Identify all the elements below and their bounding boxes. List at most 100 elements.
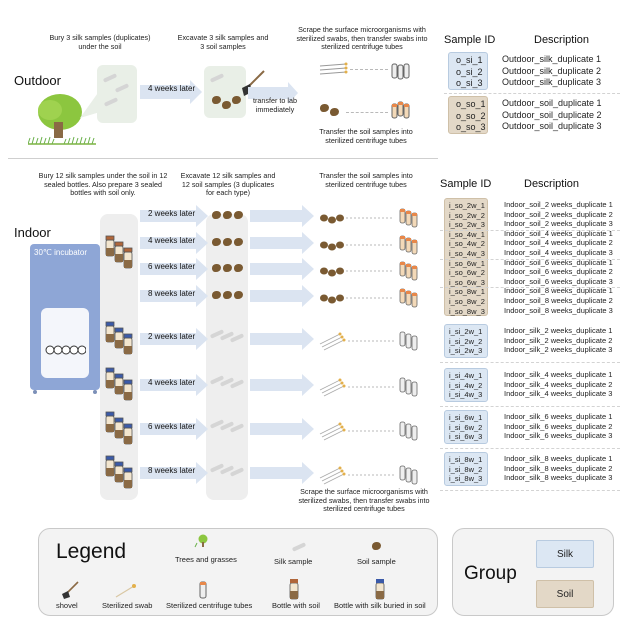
transfer-lab-label: transfer to lab immediately xyxy=(253,96,297,114)
legend-label-bottle-silk: Bottle with silk buried in soil xyxy=(334,601,426,610)
outdoor-step3-bottom-text: Transfer the soil samples into sterilize… xyxy=(319,127,413,145)
sample-id: i_si_4w_1 xyxy=(449,371,483,380)
indoor-flow-arrow xyxy=(250,418,314,440)
sample-id: i_so_8w_3 xyxy=(449,306,485,316)
excavation-column xyxy=(206,214,248,500)
indoor-flow-arrow xyxy=(250,285,314,307)
soil-transfer-icon xyxy=(320,235,418,255)
sample-id: i_si_2w_1 xyxy=(449,327,483,336)
sample-description: Indoor_silk_6 weeks_duplicate 1 xyxy=(504,412,613,421)
indoor-arrow xyxy=(140,205,208,227)
sample-description: Indoor_soil_4 weeks_duplicate 1 xyxy=(504,228,613,238)
sample-description: Outdoor_soil_duplicate 3 xyxy=(502,121,602,131)
indoor-desc-header: Description xyxy=(524,178,580,190)
swab-icon xyxy=(319,62,348,75)
indoor-arrow-label: 6 weeks later xyxy=(148,422,196,431)
indoor-arrow xyxy=(140,328,208,350)
soil-sample-icon xyxy=(372,542,381,550)
incubator-label: 30℃ incubator xyxy=(34,248,88,257)
indoor-flow-arrow xyxy=(250,328,314,350)
sample-id: o_si_1 xyxy=(456,55,483,65)
table-divider xyxy=(440,287,620,289)
sample-description: Indoor_silk_6 weeks_duplicate 2 xyxy=(504,421,613,431)
legend-label-bottle-soil: Bottle with soil xyxy=(272,601,320,610)
indoor-step3-top-text: Transfer the soil samples into sterilize… xyxy=(319,171,413,189)
tree-icon xyxy=(28,94,96,145)
soil-sample-icon xyxy=(232,96,241,104)
soil-sample-icon xyxy=(320,104,329,112)
sample-description: Indoor_soil_2 weeks_duplicate 2 xyxy=(504,209,613,219)
sample-description: Indoor_silk_8 weeks_duplicate 1 xyxy=(504,454,613,463)
bottle-with-soil-icon xyxy=(289,579,299,600)
incubator-wheel xyxy=(33,390,37,394)
legend-label-swab: Sterilized swab xyxy=(102,601,153,610)
sample-description: Indoor_soil_8 weeks_duplicate 3 xyxy=(504,305,613,315)
bottle-with-silk-icon xyxy=(105,321,133,355)
outdoor-silk-descriptions: Outdoor_silk_duplicate 1 Outdoor_silk_du… xyxy=(502,54,601,89)
soil-sample-icon xyxy=(212,264,221,272)
soil-sample-icon xyxy=(234,238,243,246)
group-silk-swatch: Silk xyxy=(536,540,594,568)
centrifuge-tubes-icon xyxy=(391,101,410,119)
group-soil-swatch: Soil xyxy=(536,580,594,608)
sample-id: o_si_3 xyxy=(456,78,483,88)
sample-description: Indoor_soil_2 weeks_duplicate 3 xyxy=(504,219,613,229)
sample-description: Outdoor_silk_duplicate 2 xyxy=(502,65,602,76)
table-divider xyxy=(440,258,620,260)
swab-transfer-icon xyxy=(319,421,418,441)
outdoor-soil-descriptions: Outdoor_soil_duplicate 1 Outdoor_soil_du… xyxy=(502,98,602,133)
bottle-with-silk-icon xyxy=(105,411,133,445)
indoor-flow-arrow xyxy=(250,232,314,254)
sample-description: Indoor_soil_8 weeks_duplicate 1 xyxy=(504,286,613,296)
sample-id: o_si_2 xyxy=(456,66,483,77)
soil-sample-icon xyxy=(234,264,243,272)
table-divider xyxy=(440,362,620,363)
indoor-arrow-label: 2 weeks later xyxy=(148,209,196,218)
table-divider xyxy=(440,448,620,449)
flow-arrow xyxy=(346,112,388,113)
transfer-arrow xyxy=(248,82,298,104)
sample-id: i_so_2w_2 xyxy=(449,210,485,220)
sample-description: Indoor_soil_4 weeks_duplicate 3 xyxy=(504,247,613,257)
indoor-arrow xyxy=(140,285,208,307)
indoor-arrow xyxy=(140,232,208,254)
bottle-with-silk-icon xyxy=(375,579,385,600)
sample-description: Indoor_soil_8 weeks_duplicate 2 xyxy=(504,295,613,305)
sample-id: i_so_4w_1 xyxy=(449,229,485,239)
outdoor-step3-top-text: Scrape the surface microorganisms with s… xyxy=(296,25,428,52)
soil-transfer-icon xyxy=(320,288,418,308)
soil-sample-icon xyxy=(223,291,232,299)
sample-description: Indoor_silk_2 weeks_duplicate 3 xyxy=(504,345,613,355)
sample-description: Indoor_soil_2 weeks_duplicate 1 xyxy=(504,200,613,209)
outdoor-title: Outdoor xyxy=(14,73,61,88)
sample-description: Outdoor_silk_duplicate 1 xyxy=(502,54,602,64)
sample-description: Indoor_soil_6 weeks_duplicate 2 xyxy=(504,267,613,277)
sample-id: i_so_2w_3 xyxy=(449,220,485,230)
indoor-flow-arrow xyxy=(250,374,314,396)
indoor-arrow xyxy=(140,462,208,484)
sample-id: i_si_2w_3 xyxy=(449,346,483,356)
outdoor-step1-text: Bury 3 silk samples (duplicates) under t… xyxy=(49,33,151,51)
bottle-with-soil-icon xyxy=(105,235,133,269)
indoor-arrow xyxy=(140,258,208,280)
trees-grasses-icon xyxy=(194,534,208,548)
indoor-arrow-label: 2 weeks later xyxy=(148,332,196,341)
table-divider xyxy=(444,93,620,94)
sample-description: Indoor_silk_6 weeks_duplicate 3 xyxy=(504,431,613,441)
sample-description: Indoor_silk_2 weeks_duplicate 1 xyxy=(504,326,613,335)
sample-id: o_so_3 xyxy=(456,122,486,132)
outdoor-arrow-label: 4 weeks later xyxy=(148,84,196,93)
outdoor-arrow xyxy=(140,80,202,104)
table-divider xyxy=(440,490,620,491)
sample-description: Indoor_silk_2 weeks_duplicate 2 xyxy=(504,335,613,345)
group-silk-label: Silk xyxy=(556,548,574,560)
indoor-flow-arrow xyxy=(250,205,314,227)
indoor-arrow-label: 6 weeks later xyxy=(148,262,196,271)
sample-id: i_si_6w_2 xyxy=(449,422,483,432)
soil-sample-icon xyxy=(223,211,232,219)
sample-id: i_so_6w_2 xyxy=(449,268,485,278)
incubator-window xyxy=(41,308,89,378)
